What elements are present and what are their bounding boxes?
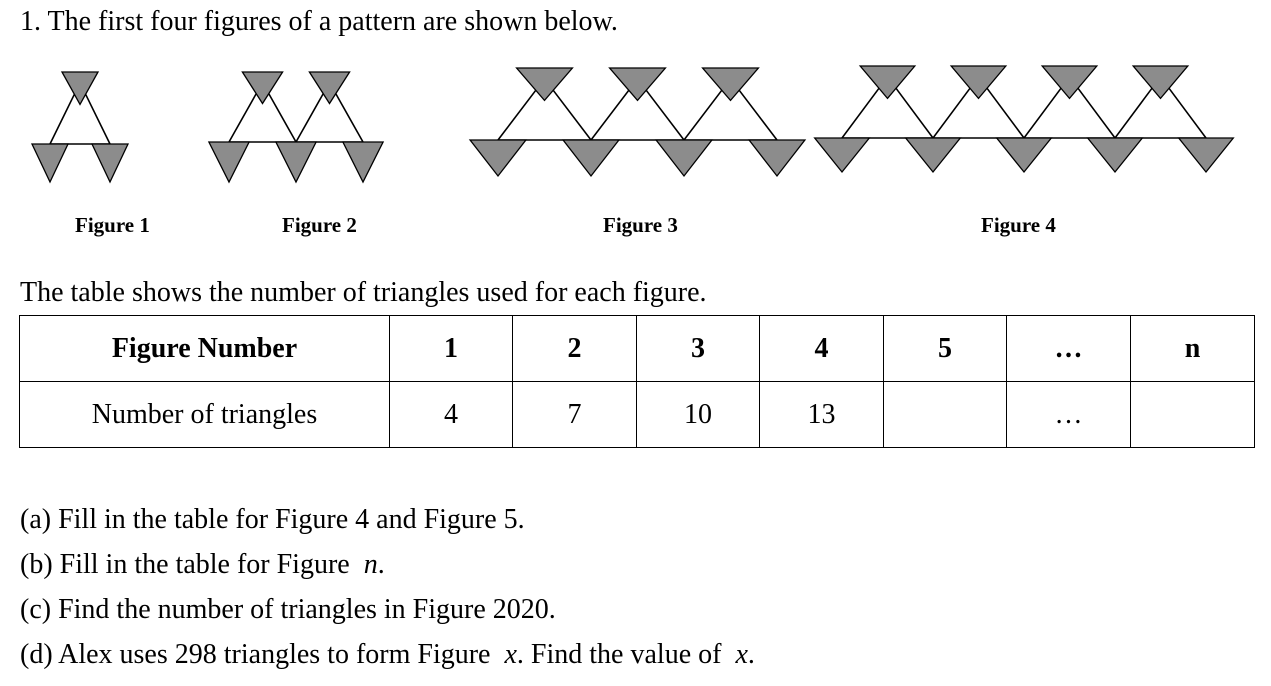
question-b-text: (b) Fill in the table for Figure [20,549,350,580]
figure-number-cell: 4 [759,315,884,382]
bottom-triangle [813,137,871,174]
figure-number-cell: n [1130,315,1255,382]
figure-number-header: Figure Number [19,315,390,382]
question-d: (d) Alex uses 298 triangles to form Figu… [20,635,755,675]
bottom-triangle [30,143,70,184]
top-triangle [701,67,760,102]
question-b-variable: n [363,549,378,580]
figure-number-cell: 2 [512,315,637,382]
bottom-triangle [747,139,807,178]
top-triangle [949,65,1008,100]
figure-number-cell: … [1006,315,1131,382]
top-triangle [308,71,351,105]
pattern-figures [30,65,1235,184]
bottom-triangle [995,137,1053,174]
figure-1-label: Figure 1 [75,213,150,237]
triangle-count-cell: 4 [389,381,513,448]
triangle-count-cell: 13 [759,381,884,448]
table-caption: The table shows the number of triangles … [20,277,707,308]
bottom-triangle [1086,137,1144,174]
bottom-triangle [1177,137,1235,174]
figure-2-label: Figure 2 [282,213,357,237]
bottom-triangle [904,137,962,174]
question-d-text: (d) Alex uses 298 triangles to form Figu… [20,639,491,670]
bottom-triangle [341,141,385,184]
pattern-table: Figure Number 1 2 3 4 5 … n Number of tr… [19,315,1255,448]
figure-4-label: Figure 4 [981,213,1056,237]
figure-2-drawing [207,71,385,184]
top-triangle [60,71,100,106]
bottom-triangle [468,139,528,178]
question-d-end: . [747,639,755,670]
triangle-count-cell [1130,381,1255,448]
figure-4-drawing [813,65,1235,174]
question-d-variable: x [504,639,517,670]
top-triangle [1040,65,1099,100]
question-b-end: . [377,549,385,580]
triangle-count-row: Number of triangles 4 7 10 13 … [19,381,1255,448]
top-triangle [858,65,917,100]
triangle-count-cell: 7 [512,381,637,448]
question-d-variable-2: x [735,639,748,670]
figure-number-cell: 1 [389,315,513,382]
question-c: (c) Find the number of triangles in Figu… [20,594,556,625]
top-triangle [515,67,574,102]
question-a: (a) Fill in the table for Figure 4 and F… [20,504,525,535]
question-b: (b) Fill in the table for Figure n. [20,545,385,585]
figure-3-label: Figure 3 [603,213,678,237]
bottom-triangle [274,141,318,184]
bottom-triangle [207,141,251,184]
triangle-count-cell [883,381,1007,448]
figure-number-cell: 3 [636,315,760,382]
top-triangle [1131,65,1190,100]
top-triangle [241,71,284,105]
top-triangle [608,67,667,102]
bottom-triangle [654,139,714,178]
triangle-count-header: Number of triangles [19,381,390,448]
question-d-text-2: . Find the value of [516,639,722,670]
figure-number-cell: 5 [883,315,1007,382]
figure-3-drawing [468,67,807,178]
triangle-count-cell: … [1006,381,1131,448]
figure-1-drawing [30,71,130,184]
bottom-triangle [561,139,621,178]
triangle-count-cell: 10 [636,381,760,448]
problem-intro: 1. The first four figures of a pattern a… [20,6,618,37]
figure-number-row: Figure Number 1 2 3 4 5 … n [19,315,1255,382]
bottom-triangle [90,143,130,184]
